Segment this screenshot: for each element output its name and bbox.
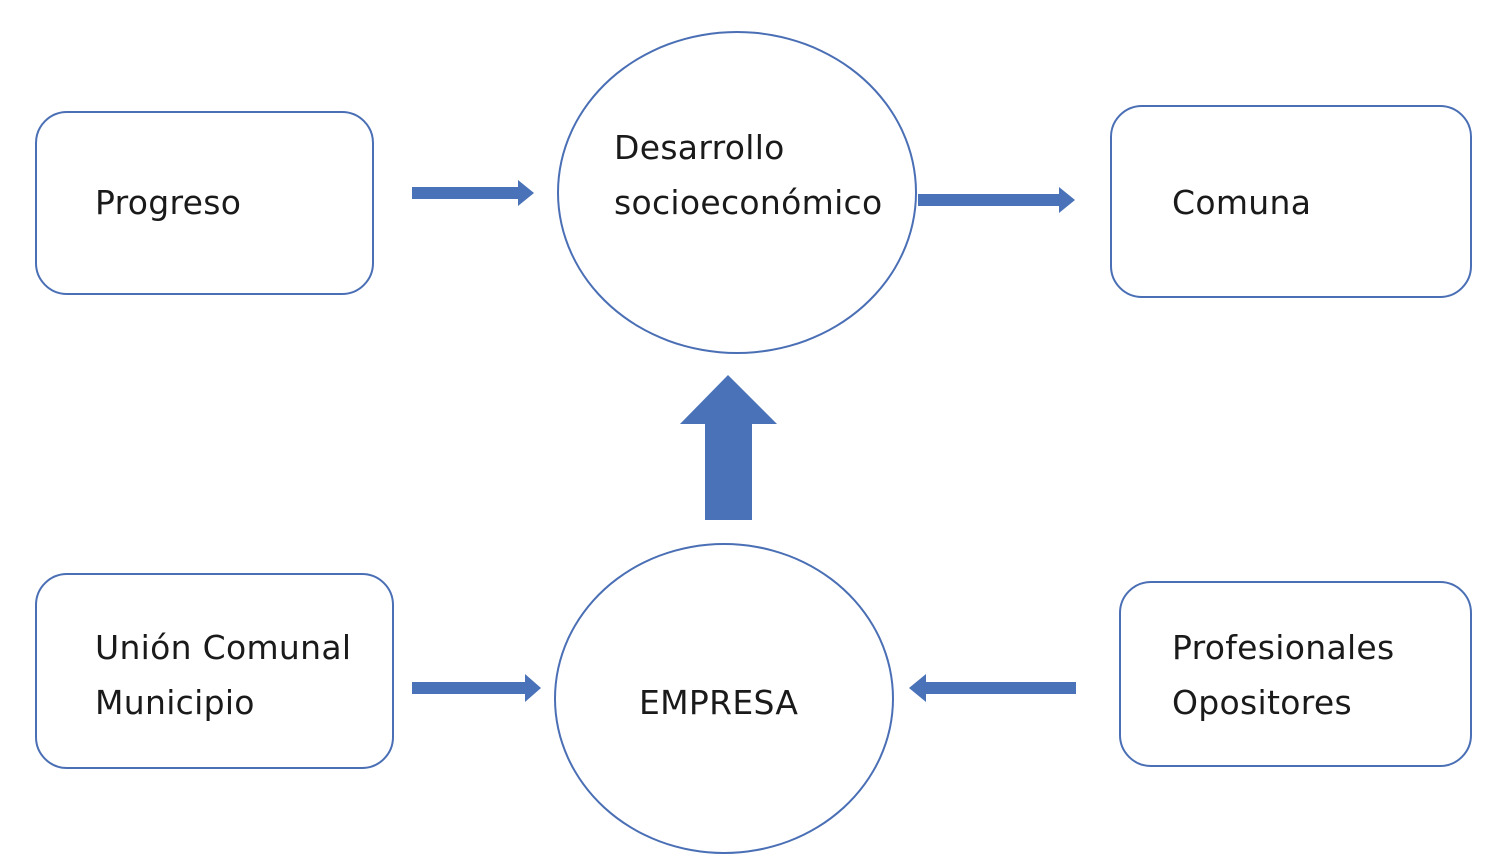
node-union-comunal xyxy=(35,573,394,769)
arrow-desarrollo-to-comuna xyxy=(918,187,1075,213)
node-comuna xyxy=(1110,105,1472,298)
arrow-progreso-to-desarrollo xyxy=(412,180,534,206)
label-desarrollo-line-2: socioeconómico xyxy=(614,183,883,222)
label-profesionales: Profesionales Opositores xyxy=(1172,620,1395,730)
node-desarrollo xyxy=(557,31,917,354)
label-profesionales-line-1: Profesionales xyxy=(1172,628,1395,667)
label-profesionales-line-2: Opositores xyxy=(1172,683,1352,722)
label-empresa-line-1: EMPRESA xyxy=(639,683,799,722)
label-union-line-2: Municipio xyxy=(95,683,255,722)
label-progreso: Progreso xyxy=(95,175,241,230)
arrow-union-to-empresa xyxy=(412,674,541,702)
node-empresa xyxy=(554,543,894,854)
label-desarrollo-line-1: Desarrollo xyxy=(614,128,785,167)
node-profesionales xyxy=(1119,581,1472,767)
label-union-comunal: Unión Comunal Municipio xyxy=(95,620,351,730)
arrow-profesionales-to-empresa xyxy=(909,674,1076,702)
arrow-empresa-to-desarrollo xyxy=(680,375,777,520)
label-progreso-line-1: Progreso xyxy=(95,183,242,222)
label-comuna-line-1: Comuna xyxy=(1172,183,1312,222)
label-union-line-1: Unión Comunal xyxy=(95,628,352,667)
label-comuna: Comuna xyxy=(1172,175,1311,230)
label-desarrollo: Desarrollo socioeconómico xyxy=(614,120,882,230)
node-progreso xyxy=(35,111,374,295)
label-empresa: EMPRESA xyxy=(639,675,798,730)
